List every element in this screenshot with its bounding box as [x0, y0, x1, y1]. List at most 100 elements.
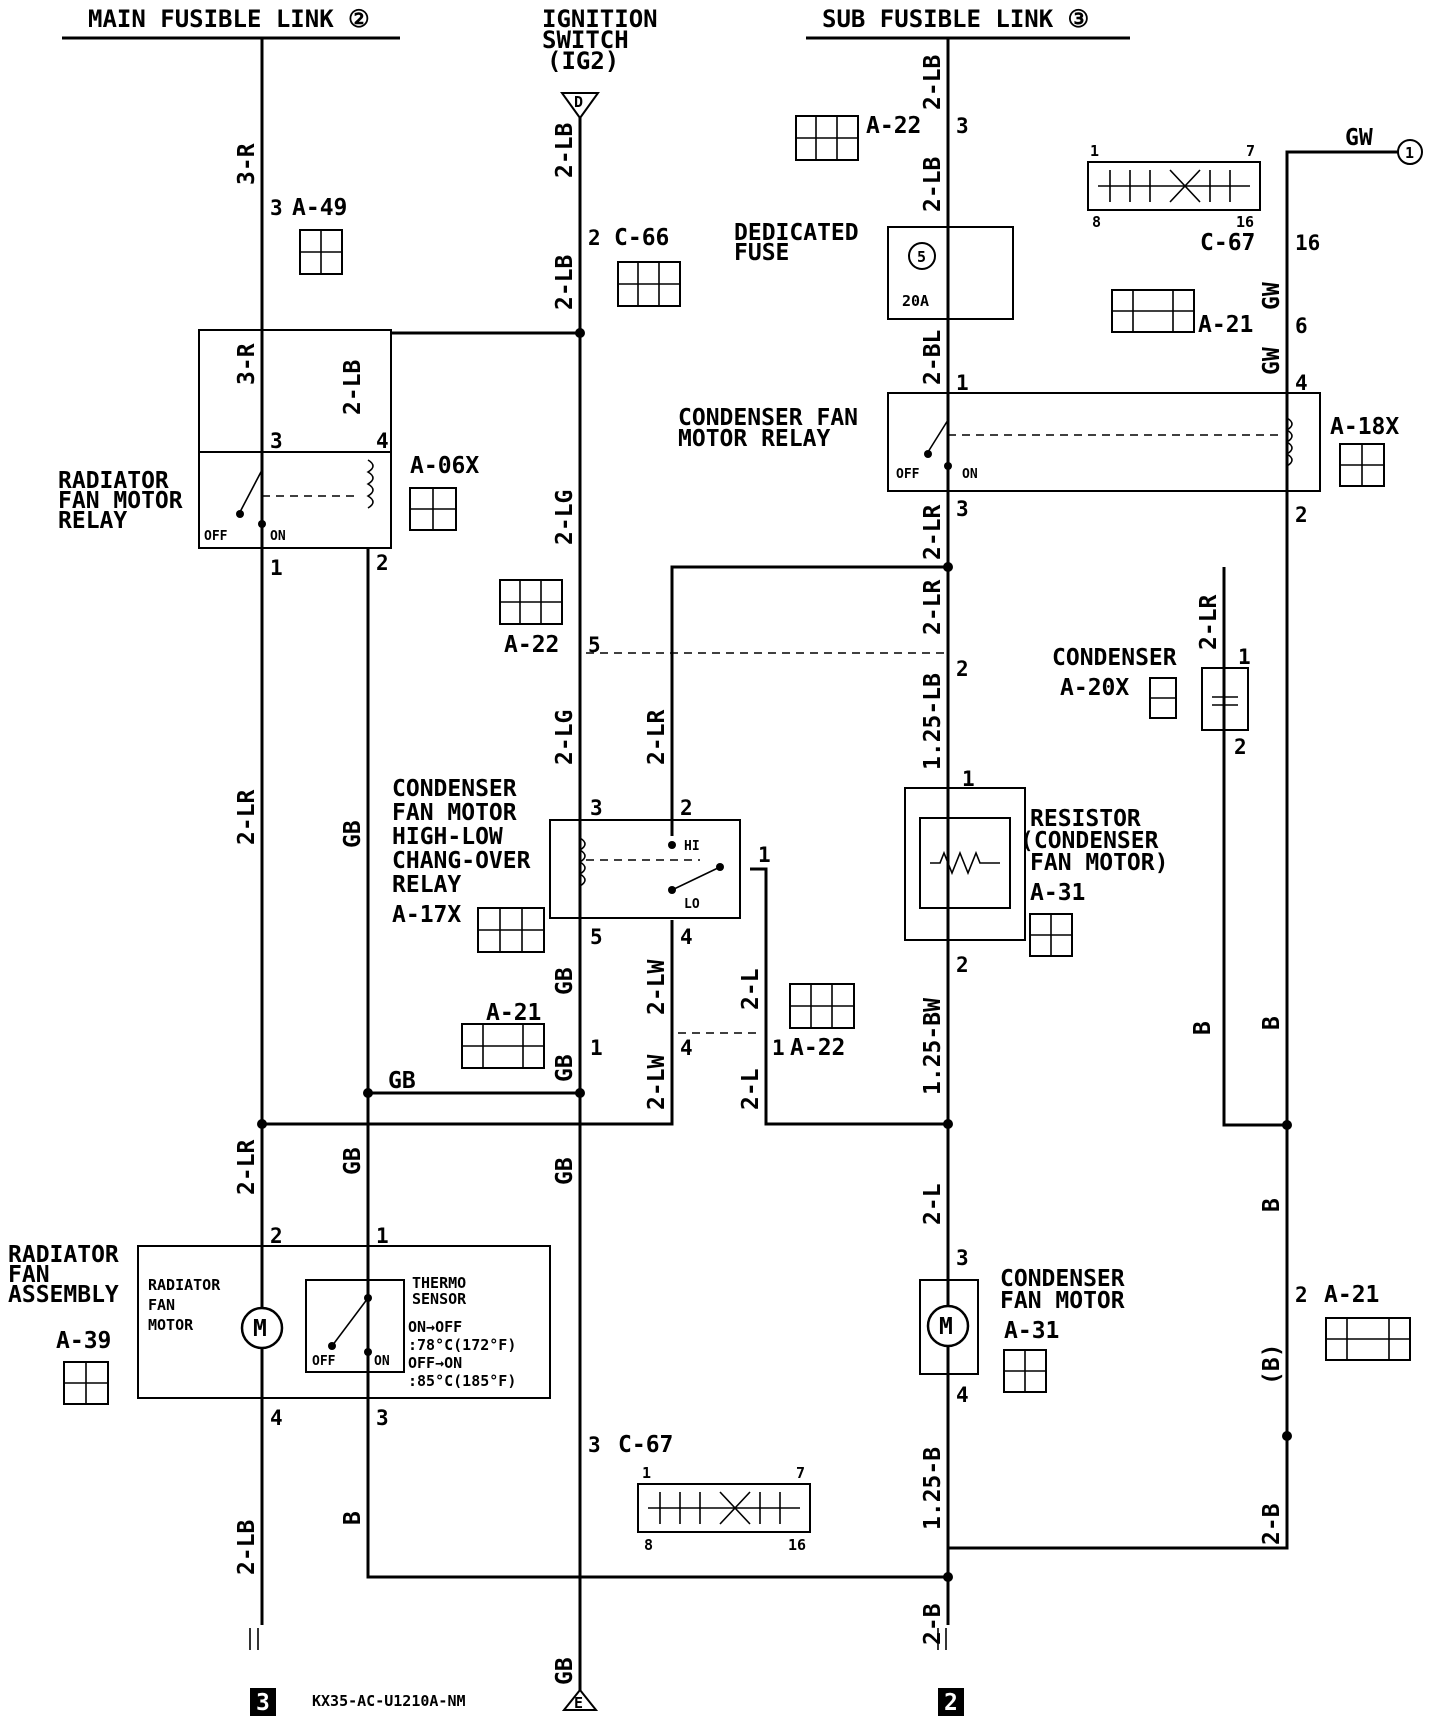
- c67-low-pin7: 7: [796, 1464, 805, 1482]
- pin-asm-2: 2: [270, 1224, 283, 1248]
- hilo-changeover-relay: HI LO CONDENSER FAN MOTOR HIGH-LOW CHANG…: [392, 776, 741, 953]
- resistor-label-2: (CONDENSER: [1020, 828, 1159, 854]
- wire-label-2lw-1: 2-LW: [644, 959, 670, 1015]
- connector-icon: [477, 907, 545, 953]
- pin-rad-relay-2: 2: [376, 551, 389, 575]
- wire-label-2lr-hilo: 2-LR: [644, 709, 670, 765]
- ref-1-marker: 1: [1397, 139, 1423, 165]
- condenser-motor-connector-label: A-31: [1004, 1318, 1059, 1344]
- hilo-connector-label: A-17X: [392, 902, 461, 928]
- fuse-label-2: FUSE: [734, 240, 789, 266]
- connector-icon: [795, 115, 859, 161]
- pin-cond-motor-4: 4: [956, 1383, 969, 1407]
- pin-a21-1: 1: [590, 1036, 603, 1060]
- pin-rad-relay-3: 3: [270, 429, 283, 453]
- condenser-relay-label-1: CONDENSER FAN: [678, 405, 858, 431]
- wire-label-2bl: 2-BL: [920, 330, 946, 385]
- wire-label-2lb-gb-col: 2-LB: [340, 359, 366, 415]
- wire-label-2lb-right-2: 2-LB: [920, 156, 946, 212]
- conn-a21-top-label: A-21: [1198, 312, 1253, 338]
- radiator-motor-symbol: M: [253, 1316, 267, 1342]
- wire-label-gw-1: GW: [1259, 282, 1285, 310]
- fuse-number: 5: [917, 248, 926, 266]
- radiator-motor-label-3: MOTOR: [148, 1316, 194, 1334]
- conn-a22-low-label: A-22: [790, 1035, 845, 1061]
- pin-cond-relay-2: 2: [1295, 503, 1308, 527]
- wire-label-2l-right: 2-L: [920, 1183, 946, 1225]
- wire-label-2lr-left: 2-LR: [234, 789, 260, 845]
- wire-label-2lr-condenser: 2-LR: [1196, 594, 1222, 650]
- condenser-motor-label-2: FAN MOTOR: [1000, 1288, 1125, 1314]
- radiator-motor-label-1: RADIATOR: [148, 1276, 221, 1294]
- connector-icon: [1029, 913, 1073, 957]
- connector-icon: [63, 1361, 109, 1405]
- pin-a22-1: 1: [772, 1036, 785, 1060]
- wire-label-2lr-right-2: 2-LR: [920, 579, 946, 635]
- pin-hilo-5: 5: [590, 925, 603, 949]
- pin-hilo-1: 1: [758, 843, 771, 867]
- connector-icon: [409, 487, 457, 531]
- ref-e-text: E: [574, 1694, 583, 1712]
- wire-label-125bw: 1.25-BW: [920, 998, 946, 1095]
- condenser-relay-off: OFF: [896, 467, 920, 482]
- connector-icon: [617, 261, 681, 307]
- thermo-spec-4: :85°C(185°F): [408, 1372, 516, 1390]
- connector-icon: [461, 1023, 545, 1069]
- wire-label-gw-2: GW: [1259, 347, 1285, 375]
- ref-1-text: 1: [1405, 144, 1414, 162]
- c67-top-pin16: 16: [1236, 213, 1254, 231]
- wire-label-b-left: B: [340, 1511, 366, 1525]
- wire-label-2lr-left-low: 2-LR: [234, 1139, 260, 1195]
- condenser-fan-motor-relay: OFF ON CONDENSER FAN MOTOR RELAY A-18X: [678, 392, 1399, 492]
- wire-label-2lg-ign-2: 2-LG: [552, 710, 578, 765]
- pin-condenser-2: 2: [1234, 735, 1247, 759]
- connector-icon: [1111, 289, 1195, 333]
- pin-hilo-3: 3: [590, 796, 603, 820]
- hilo-label-1: CONDENSER: [392, 776, 517, 802]
- pin-a49-3: 3: [270, 196, 283, 220]
- junction-dots: [257, 328, 1292, 1582]
- wire-label-gb-ign-2: GB: [552, 1054, 578, 1082]
- wire-label-b-right-2: B: [1259, 1198, 1285, 1212]
- ref-d-text: D: [574, 93, 583, 111]
- thermo-off: OFF: [312, 1354, 336, 1369]
- wire-label-gb-col-low: GB: [340, 1147, 366, 1175]
- wire-label-125b: 1.25-B: [920, 1447, 946, 1530]
- conn-a49-label: A-49: [292, 195, 347, 221]
- resistor-label-1: RESISTOR: [1030, 806, 1141, 832]
- pin-a22-2: 2: [956, 657, 969, 681]
- c67-top-pin1: 1: [1090, 142, 1099, 160]
- conn-a22-mid-label: A-22: [504, 632, 559, 658]
- header-main-fusible-link: MAIN FUSIBLE LINK ②: [62, 5, 400, 40]
- pin-cond-relay-4: 4: [1295, 371, 1308, 395]
- radiator-relay-label-2: FAN MOTOR: [58, 488, 183, 514]
- pin-asm-4: 4: [270, 1406, 283, 1430]
- connector-icon: [1339, 443, 1385, 487]
- wire-label-125lb: 1.25-LB: [920, 673, 946, 770]
- condenser: CONDENSER A-20X: [1052, 645, 1249, 731]
- pin-c67-16: 16: [1295, 231, 1320, 255]
- wire-label-2l-1: 2-L: [738, 968, 764, 1010]
- c67-top-pin8: 8: [1092, 213, 1101, 231]
- wire-label-gb-col: GB: [340, 820, 366, 848]
- ignition-line1: IGNITION: [542, 5, 658, 33]
- wire-label-b-paren: (B): [1259, 1343, 1285, 1385]
- pin-a22-4: 4: [680, 1036, 693, 1060]
- wire-label-3r-top: 3-R: [234, 143, 260, 185]
- ground-left: 3: [249, 1628, 276, 1716]
- hilo-label-3: HIGH-LOW: [392, 824, 503, 850]
- connector-icon: [299, 229, 343, 275]
- dedicated-fuse: 5 20A DEDICATED FUSE: [734, 220, 1014, 320]
- condenser-connector-label: A-20X: [1060, 675, 1129, 701]
- condenser-fan-motor: M CONDENSER FAN MOTOR A-31: [919, 1266, 1125, 1393]
- connector-icon: [1003, 1349, 1047, 1393]
- wire-label-gb-ign-3: GB: [552, 1157, 578, 1185]
- wire-labels: 3-R 3-R 2-LR 2-LR 2-LB 2-LB GB GB B GB 2…: [234, 54, 1373, 1685]
- ref-e-marker: E: [561, 1688, 599, 1712]
- wire-label-2b-bottom: 2-B: [920, 1603, 946, 1645]
- wire-label-3r-mid: 3-R: [234, 343, 260, 385]
- pin-hilo-4: 4: [680, 925, 693, 949]
- condenser-relay-label-2: MOTOR RELAY: [678, 426, 830, 452]
- pin-cond-relay-3: 3: [956, 497, 969, 521]
- connector-labels: A-49 C-66 A-22 A-22 A-22: [292, 113, 1411, 1554]
